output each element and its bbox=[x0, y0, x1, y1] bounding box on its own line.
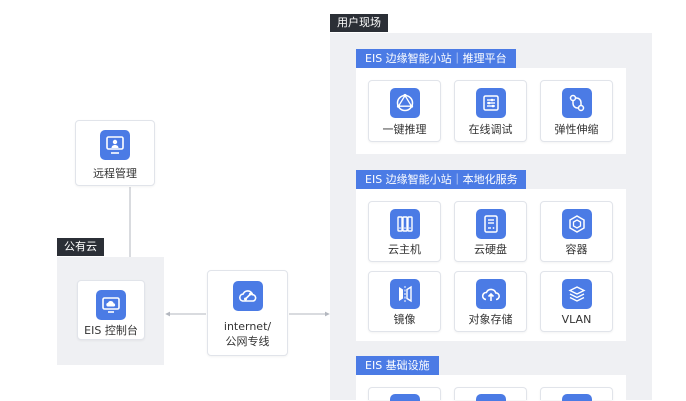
item-label: 云硬盘 bbox=[474, 243, 507, 256]
infra-icon bbox=[475, 394, 506, 401]
section-title-inference: EIS 边缘智能小站｜推理平台 bbox=[356, 49, 516, 68]
brain-network-icon bbox=[389, 88, 420, 118]
item-mirror[interactable]: 镜像 bbox=[368, 271, 441, 332]
item-cloud-host[interactable]: 云主机 bbox=[368, 201, 441, 262]
network-label-line2: 公网专线 bbox=[225, 335, 270, 348]
cloud-monitor-icon bbox=[96, 290, 126, 320]
remote-management-label: 远程管理 bbox=[93, 167, 137, 180]
item-object-storage[interactable]: 对象存储 bbox=[454, 271, 527, 332]
item-elastic-scaling[interactable]: 弹性伸缩 bbox=[540, 80, 613, 142]
item-label: 对象存储 bbox=[468, 313, 513, 326]
remote-management-card[interactable]: 远程管理 bbox=[75, 120, 155, 186]
eis-console-label: EIS 控制台 bbox=[84, 324, 138, 337]
item-infra-1[interactable] bbox=[368, 387, 441, 401]
item-label: 镜像 bbox=[393, 313, 416, 326]
mirror-image-icon bbox=[389, 279, 420, 309]
item-vlan[interactable]: VLAN bbox=[540, 271, 613, 332]
network-label-line1: internet/ bbox=[223, 320, 272, 333]
item-infra-2[interactable] bbox=[454, 387, 527, 401]
disk-icon bbox=[475, 209, 506, 239]
item-label: 一键推理 bbox=[382, 123, 427, 136]
section-title-local-services: EIS 边缘智能小站｜本地化服务 bbox=[356, 170, 526, 189]
layers-icon bbox=[561, 279, 592, 309]
item-infra-3[interactable] bbox=[540, 387, 613, 401]
item-label: 容器 bbox=[565, 243, 588, 256]
infra-icon bbox=[561, 394, 592, 401]
item-online-debug[interactable]: 在线调试 bbox=[454, 80, 527, 142]
public-cloud-tag: 公有云 bbox=[57, 238, 104, 256]
item-one-click-inference[interactable]: 一键推理 bbox=[368, 80, 441, 142]
debug-sliders-icon bbox=[475, 88, 506, 118]
user-site-tag: 用户现场 bbox=[330, 14, 388, 32]
container-icon bbox=[561, 209, 592, 239]
item-label: 在线调试 bbox=[468, 123, 513, 136]
item-label: 云主机 bbox=[388, 243, 421, 256]
item-container[interactable]: 容器 bbox=[540, 201, 613, 262]
section-title-infrastructure: EIS 基础设施 bbox=[356, 356, 439, 375]
elastic-scaling-icon bbox=[561, 88, 592, 118]
item-label: VLAN bbox=[561, 313, 592, 326]
eis-console-card[interactable]: EIS 控制台 bbox=[77, 280, 145, 340]
cloud-link-icon bbox=[232, 281, 263, 311]
remote-user-monitor-icon bbox=[100, 130, 130, 160]
item-cloud-disk[interactable]: 云硬盘 bbox=[454, 201, 527, 262]
cloud-upload-icon bbox=[475, 279, 506, 309]
infra-icon bbox=[389, 394, 420, 401]
server-icon bbox=[389, 209, 420, 239]
network-card[interactable]: internet/ 公网专线 bbox=[207, 270, 288, 356]
item-label: 弹性伸缩 bbox=[554, 123, 599, 136]
